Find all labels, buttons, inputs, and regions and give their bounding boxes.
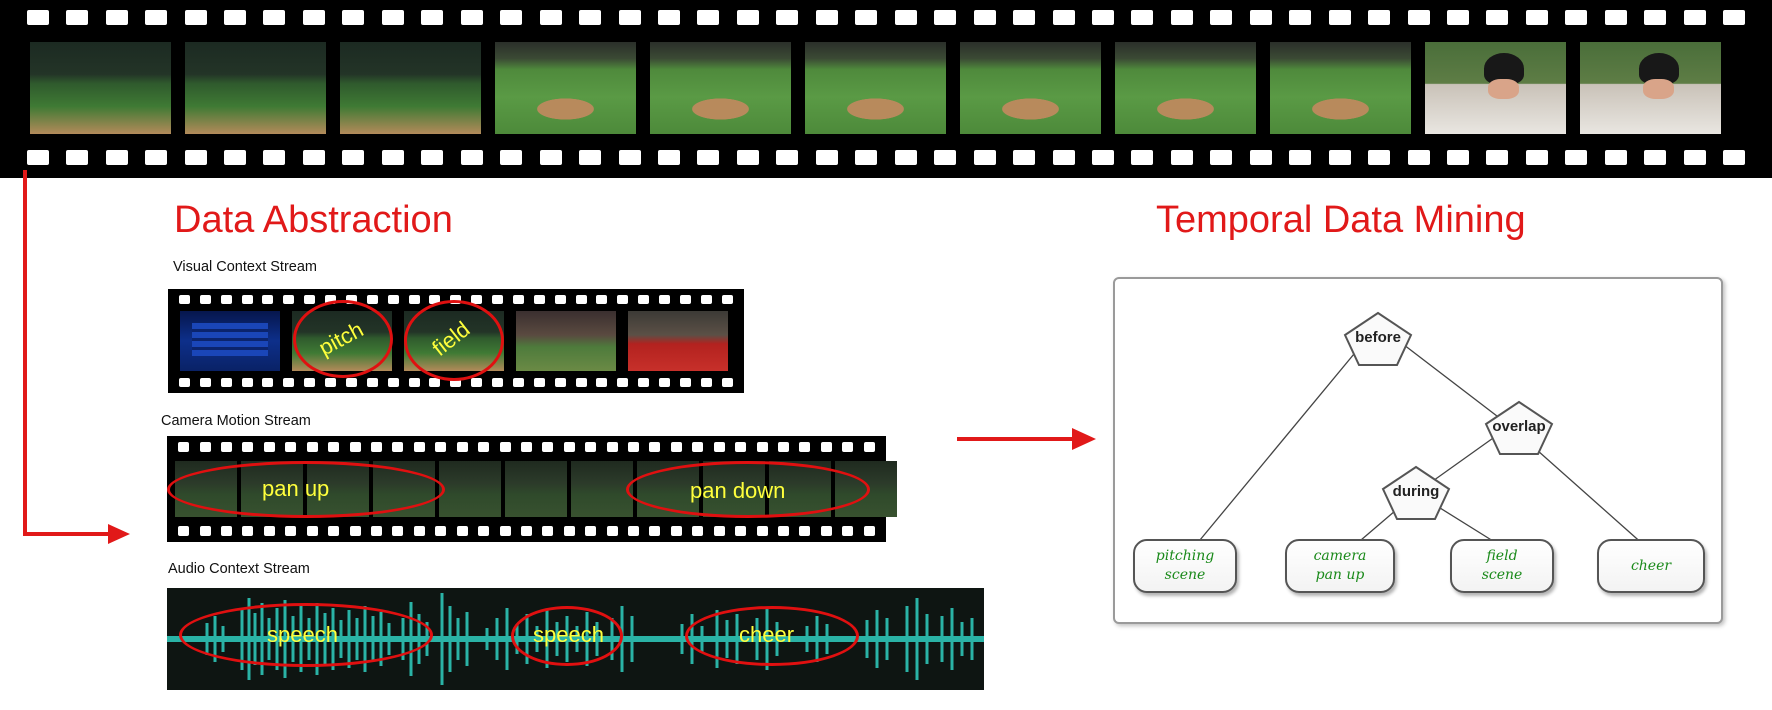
leaf-label: camera pan up [1313, 548, 1367, 583]
speech-ellipse-1 [179, 603, 433, 667]
data-abstraction-title: Data Abstraction [174, 199, 453, 241]
leaf-label: field scene [1481, 548, 1523, 583]
video-frame [960, 42, 1101, 134]
during-label: during [1392, 483, 1440, 500]
cheer-label: cheer [739, 622, 795, 647]
tree-edges [1194, 311, 1646, 547]
video-frame [571, 461, 633, 517]
camera-stream-caption: Camera Motion Stream [161, 413, 311, 429]
video-frame [495, 42, 636, 134]
top-frames [30, 42, 1721, 134]
video-frame [1425, 42, 1566, 134]
video-frame [30, 42, 171, 134]
video-frame [1580, 42, 1721, 134]
leaf-camera-pan-up: camera pan up [1285, 539, 1395, 593]
speech-ellipse-2 [511, 606, 623, 666]
video-frame [805, 42, 946, 134]
l-arrow [23, 170, 112, 536]
cheer-ellipse [685, 606, 859, 666]
temporal-tree-panel: before overlap during pitching scene cam… [1113, 277, 1723, 624]
leaf-cheer: cheer [1597, 539, 1705, 593]
before-label: before [1355, 329, 1401, 346]
field-ellipse [404, 300, 504, 381]
video-frame [516, 311, 616, 371]
speech-label-1: speech [267, 622, 338, 647]
leaf-label: pitching scene [1155, 548, 1215, 583]
video-frame [628, 311, 728, 371]
video-frame [180, 311, 280, 371]
speech-label-2: speech [533, 622, 604, 647]
l-arrow-head [108, 524, 130, 544]
top-film-strip [0, 0, 1772, 178]
bottom-sprocket-holes [0, 150, 1772, 165]
pan-down-label: pan down [690, 478, 786, 503]
pan-up-label: pan up [262, 476, 330, 501]
video-frame [185, 42, 326, 134]
video-frame [1115, 42, 1256, 134]
horizontal-arrow-head [1072, 428, 1096, 450]
top-sprocket-holes [0, 10, 1772, 25]
overlap-node [1484, 400, 1554, 455]
video-frame [340, 42, 481, 134]
leaf-field-scene: field scene [1450, 539, 1554, 593]
video-frame [505, 461, 567, 517]
leaf-label: cheer [1630, 557, 1672, 574]
pan-up-ellipse [167, 461, 445, 518]
during-node [1381, 465, 1451, 520]
temporal-data-mining-title: Temporal Data Mining [1156, 199, 1526, 241]
overlap-label: overlap [1492, 418, 1546, 435]
pitch-ellipse [293, 300, 393, 378]
audio-stream-caption: Audio Context Stream [168, 561, 310, 577]
visual-stream-caption: Visual Context Stream [173, 259, 317, 275]
video-frame [1270, 42, 1411, 134]
video-frame [439, 461, 501, 517]
video-frame [650, 42, 791, 134]
before-node [1343, 311, 1413, 366]
pan-down-ellipse [626, 461, 870, 518]
leaf-pitching-scene: pitching scene [1133, 539, 1237, 593]
